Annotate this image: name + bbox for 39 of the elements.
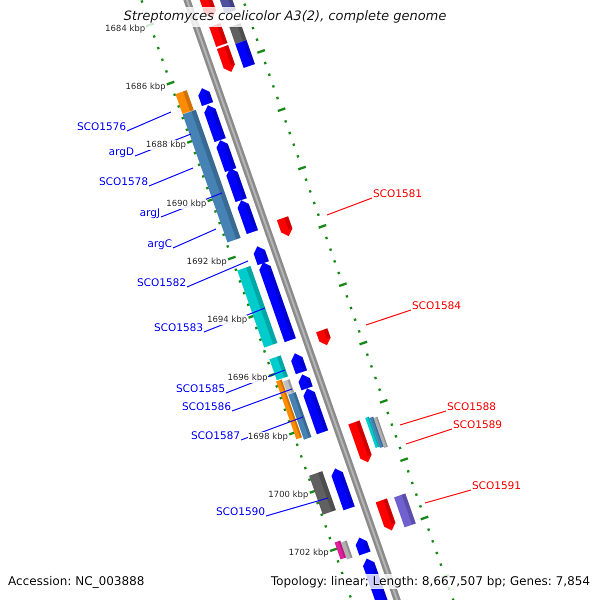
gene-label: SCO1578: [99, 176, 148, 189]
leader-line: [172, 228, 216, 248]
gene-label: argD: [108, 146, 134, 159]
gene-label: SCO1583: [154, 322, 203, 335]
footer-text: Topology: linear; Length: 8,667,507 bp; Genes: 7,854: [270, 574, 590, 589]
gene-label: SCO1588: [447, 401, 496, 414]
scale-tick-label: 1684 kbp: [105, 24, 146, 34]
gene-label: argJ: [140, 207, 160, 220]
scale-tick-label: 1692 kbp: [186, 256, 227, 267]
leader-line: [400, 410, 446, 426]
leader-line: [424, 489, 472, 504]
scale-tick-label: 1700 kbp: [268, 490, 308, 500]
scale-tick-label: 1702 kbp: [288, 548, 329, 558]
scale-tick-label: 1698 kbp: [248, 432, 288, 442]
leader-line: [126, 112, 172, 132]
scale-tick-label: 1686 kbp: [125, 82, 166, 92]
scale-tick-label: 1694 kbp: [207, 315, 248, 326]
leader-line: [366, 309, 412, 326]
scale-tick-label: 1696 kbp: [227, 373, 268, 384]
leader-line: [326, 197, 372, 216]
scale-tick-label: 1690 kbp: [166, 198, 206, 209]
footer-text: Accession: NC_003888: [8, 574, 144, 589]
gene-label: SCO1587: [191, 430, 240, 443]
gene-label: SCO1586: [182, 401, 231, 414]
leader-line: [186, 260, 248, 288]
gene-label: SCO1576: [77, 121, 126, 134]
scale-tick-label: 1688 kbp: [146, 140, 186, 150]
leader-line: [266, 497, 328, 517]
gene-label: SCO1590: [216, 506, 265, 519]
gene-label: SCO1584: [412, 300, 461, 313]
gene-label: SCO1582: [137, 277, 186, 290]
gene-label: SCO1581: [373, 188, 422, 201]
gene-label: SCO1591: [472, 480, 521, 493]
gene-label: SCO1589: [453, 419, 502, 432]
leader-line: [406, 428, 452, 445]
leader-line: [148, 168, 194, 186]
leader-line: [232, 388, 292, 412]
gene-label: argC: [147, 238, 172, 251]
gene-label: SCO1585: [176, 383, 225, 396]
